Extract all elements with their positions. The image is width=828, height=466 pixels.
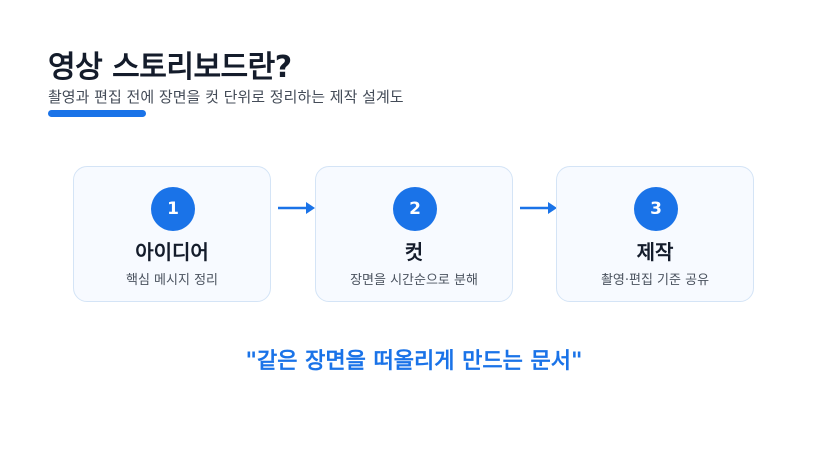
step-description: 장면을 시간순으로 분해 [350, 273, 478, 288]
slide-subtitle: 촬영과 편집 전에 장면을 컷 단위로 정리하는 제작 설계도 [48, 88, 404, 106]
tagline-quote: "같은 장면을 떠올리게 만드는 문서" [245, 349, 583, 374]
step-number-badge: 1 [151, 187, 195, 231]
step-number-badge: 2 [393, 187, 437, 231]
step-title: 컷 [404, 240, 424, 264]
right-arrow-icon [520, 202, 557, 214]
step-number-badge: 3 [634, 187, 678, 231]
step-card-idea: 1 아이디어 핵심 메시지 정리 [73, 166, 271, 302]
right-arrow-icon [278, 202, 315, 214]
step-title: 아이디어 [135, 240, 209, 264]
step-description: 핵심 메시지 정리 [126, 273, 218, 288]
step-card-cut: 2 컷 장면을 시간순으로 분해 [315, 166, 513, 302]
title-underline [48, 110, 146, 117]
step-title: 제작 [636, 240, 674, 264]
step-description: 촬영·편집 기준 공유 [600, 273, 710, 288]
step-card-production: 3 제작 촬영·편집 기준 공유 [556, 166, 754, 302]
slide-title: 영상 스토리보드란? [48, 50, 292, 85]
